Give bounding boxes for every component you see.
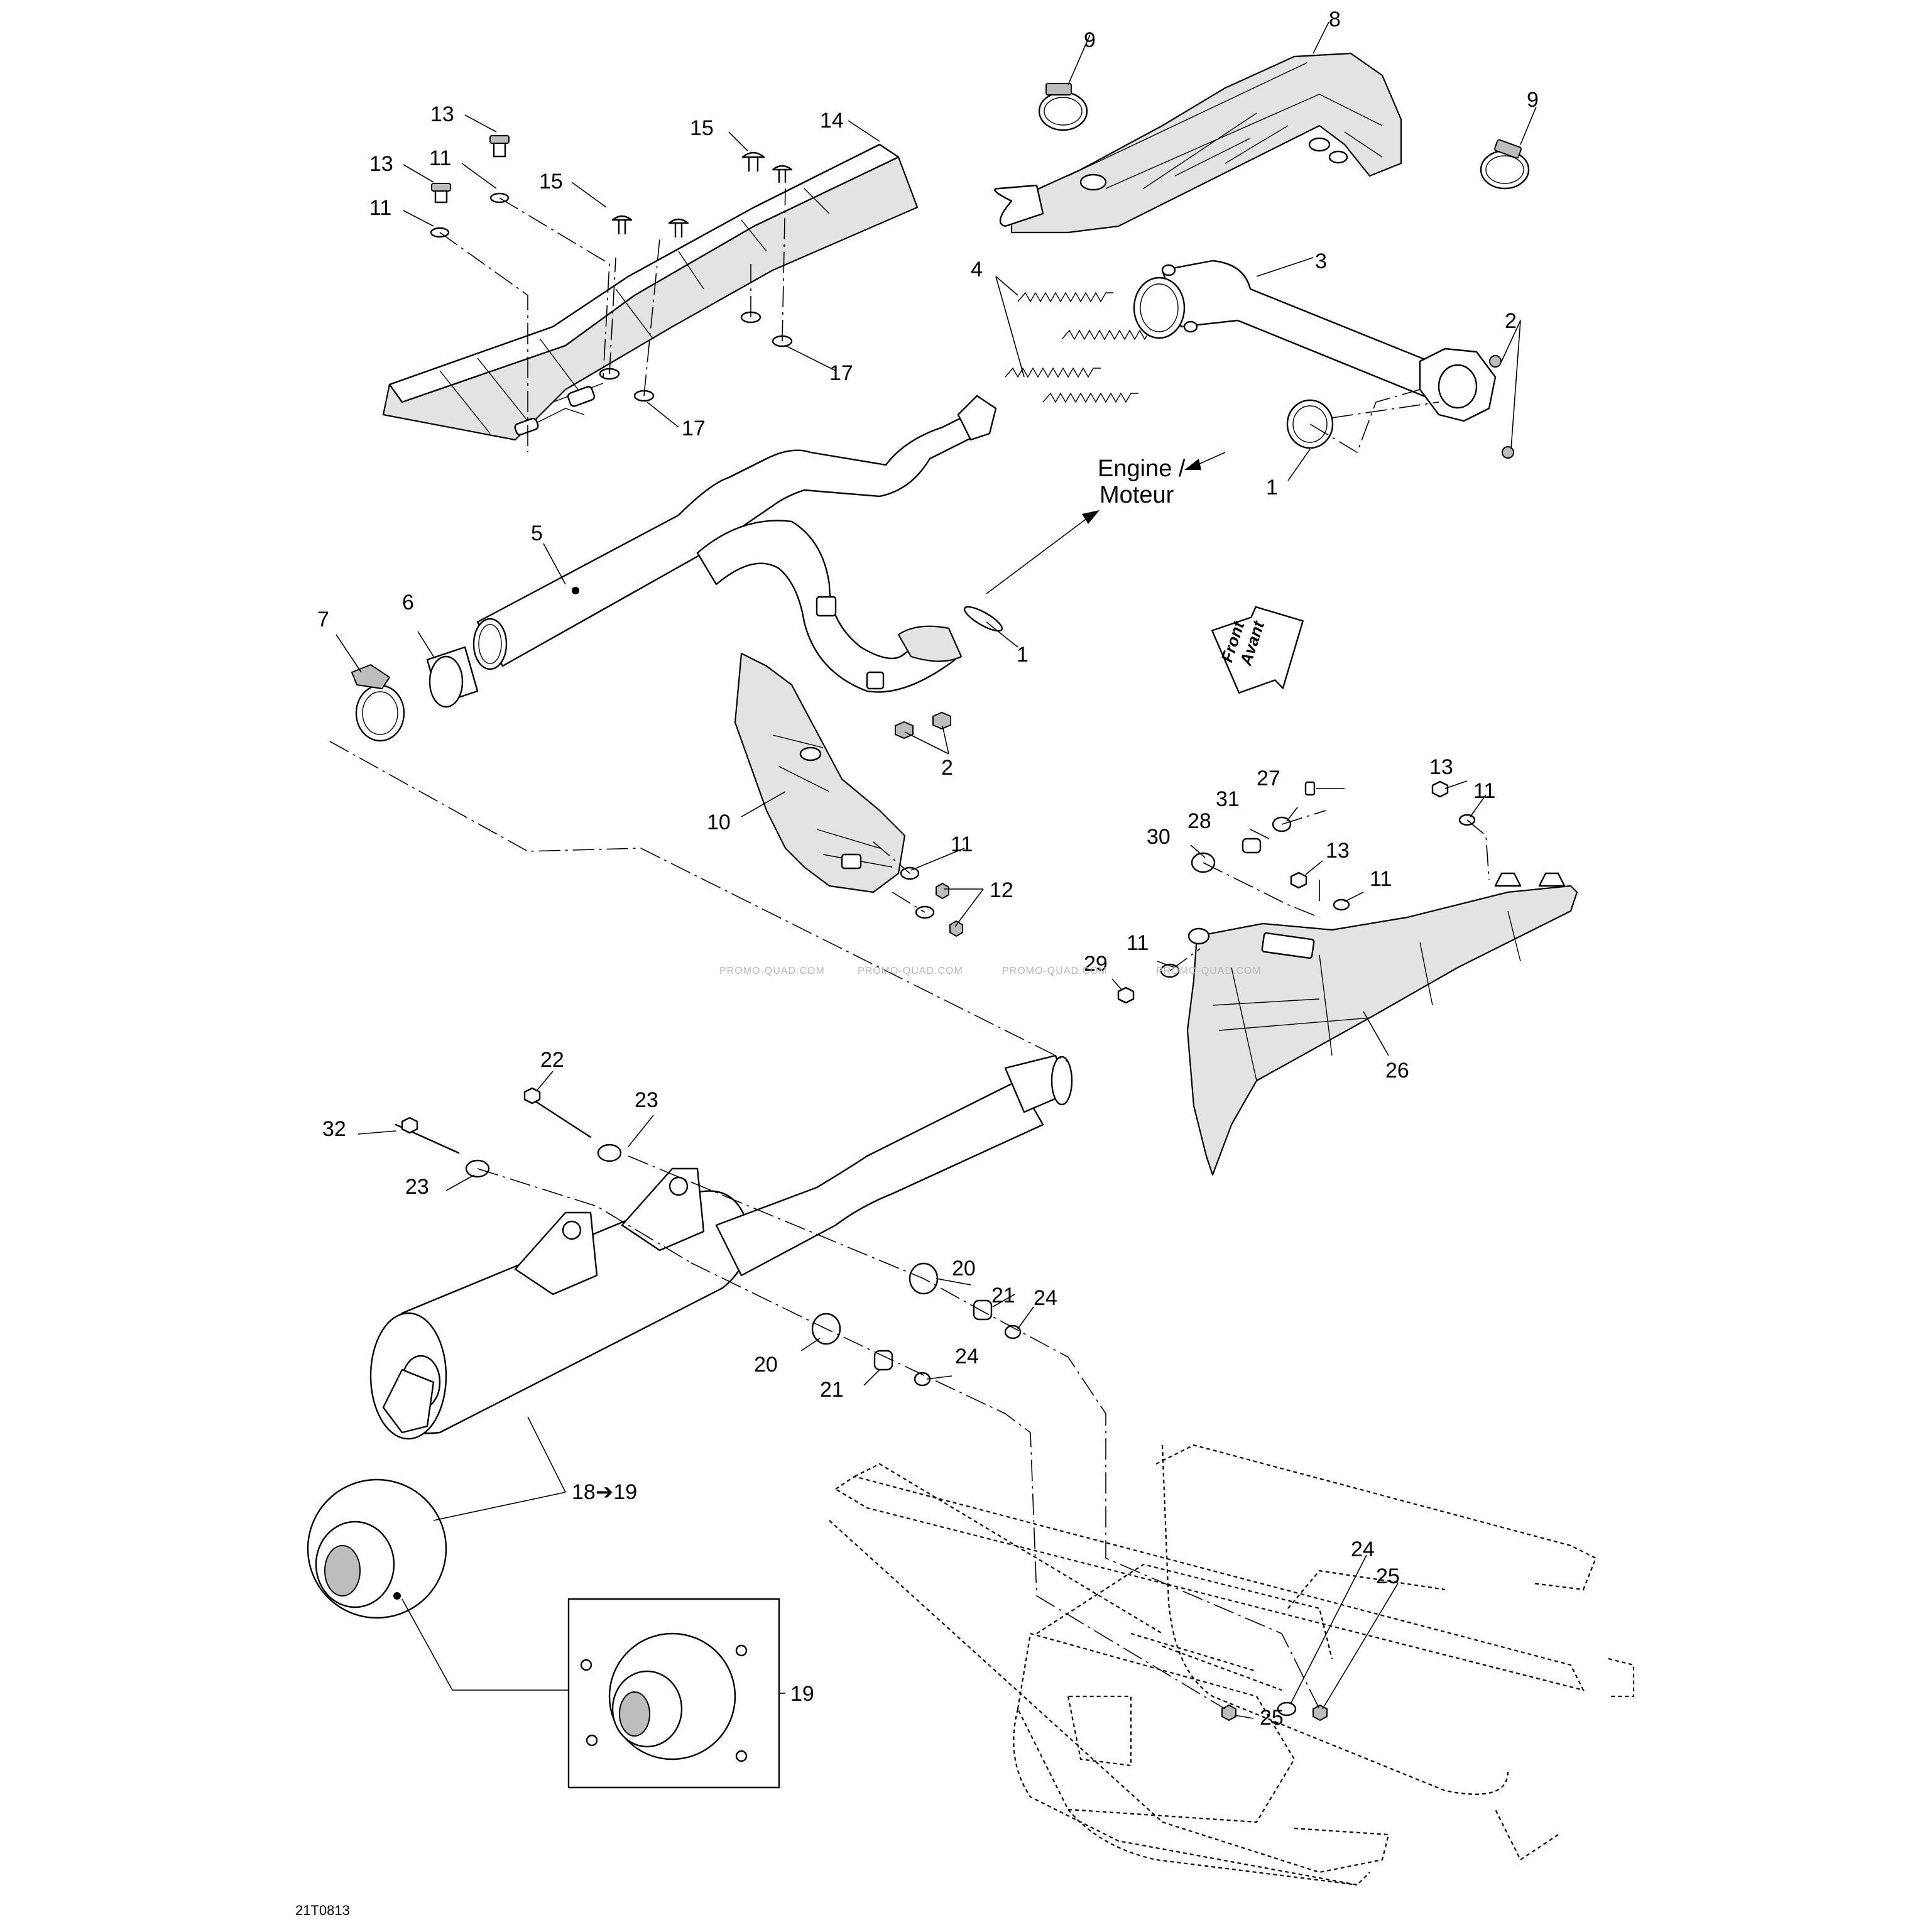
callout-1-upper: 1 (1266, 476, 1278, 499)
callout-13-b: 13 (369, 152, 393, 176)
callout-25-b: 25 (1260, 1706, 1284, 1730)
callout-31: 31 (1216, 787, 1240, 811)
mid-pipe-5 (472, 395, 997, 693)
callout-19: 19 (790, 1682, 814, 1706)
callout-2-lower: 2 (941, 756, 953, 780)
callout-18-19: 18➔19 (572, 1480, 637, 1504)
hose-clamp-9b (1480, 139, 1530, 190)
callout-2-upper: 2 (1505, 309, 1517, 333)
engine-arrows (986, 452, 1226, 594)
callout-15-b: 15 (539, 170, 563, 194)
callout-9-right: 9 (1527, 88, 1539, 112)
callout-7: 7 (317, 608, 329, 631)
callout-20-a: 20 (952, 1257, 976, 1280)
clamp-7 (351, 663, 405, 742)
callout-15-a: 15 (690, 116, 714, 140)
end-cap-19-inset (567, 1598, 780, 1789)
engine-note-line2: Moteur (1100, 482, 1174, 508)
leader-lines (336, 21, 1537, 1719)
callout-10: 10 (707, 810, 731, 834)
sleeve-6 (426, 646, 479, 708)
callout-17-a: 17 (829, 361, 853, 385)
heat-shield-10 (734, 652, 906, 893)
assembly-lines (329, 188, 1490, 1710)
callout-24-c: 24 (1351, 1537, 1375, 1561)
watermark-4: PROMO-QUAD.COM (1156, 966, 1262, 976)
callout-11-b: 11 (369, 196, 391, 220)
callout-11-f: 11 (1127, 931, 1149, 955)
reference-code: 21T0813 (295, 1902, 350, 1918)
callout-21-b: 21 (820, 1378, 844, 1402)
callout-27: 27 (1257, 767, 1280, 790)
callout-22: 22 (540, 1048, 564, 1072)
muffler-18 (369, 1054, 1073, 1440)
callout-11-d: 11 (1473, 779, 1495, 803)
push-pin-15a (741, 151, 765, 172)
callout-9-left: 9 (1084, 28, 1096, 52)
callout-11-e: 11 (1370, 867, 1392, 891)
engine-note-line1: Engine / (1098, 456, 1186, 482)
washers-11-nuts-12 (900, 866, 963, 937)
push-pin-15b (611, 215, 633, 235)
gasket-1-lower (963, 606, 1003, 632)
callout-23-b: 23 (405, 1175, 429, 1199)
callout-5: 5 (531, 521, 543, 545)
nuts-2-upper (1489, 355, 1514, 459)
callout-32: 32 (322, 1117, 346, 1141)
heat-shield-26 (1186, 872, 1578, 1176)
callout-11-a: 11 (429, 146, 451, 170)
callout-6: 6 (402, 591, 414, 614)
callout-30: 30 (1147, 825, 1171, 849)
callout-13-d: 13 (1326, 839, 1350, 863)
callout-17-b: 17 (682, 417, 706, 440)
nuts-2-lower (895, 711, 951, 740)
heat-shield-header (994, 52, 1402, 234)
hose-clamp-9a (1038, 83, 1088, 131)
watermark-2: PROMO-QUAD.COM (858, 966, 963, 976)
header-pipe-3 (1133, 259, 1497, 422)
front-direction-badge: Front Avant (1211, 606, 1304, 694)
callout-13-a: 13 (430, 102, 454, 126)
callout-1-lower: 1 (1017, 643, 1029, 667)
callout-23-a: 23 (635, 1088, 658, 1112)
callout-11-c: 11 (951, 832, 973, 856)
callout-20-b: 20 (754, 1353, 778, 1377)
callout-4: 4 (971, 258, 983, 281)
callout-14: 14 (820, 109, 844, 133)
callout-28: 28 (1187, 809, 1211, 833)
callout-13-c: 13 (1429, 755, 1453, 779)
springs-4 (1005, 292, 1157, 403)
frame-nuts (1221, 1701, 1328, 1722)
end-cap-19 (307, 1478, 447, 1619)
watermark-1: PROMO-QUAD.COM (719, 966, 825, 976)
callout-26: 26 (1385, 1059, 1409, 1083)
callouts: 1 1 2 2 3 4 5 6 7 8 9 9 10 11 11 11 11 1… (317, 8, 1539, 1730)
watermarks: PROMO-QUAD.COM PROMO-QUAD.COM PROMO-QUAD… (719, 966, 1262, 976)
callout-24-b: 24 (955, 1345, 979, 1368)
heat-shield-upper (382, 143, 919, 441)
callout-8: 8 (1329, 8, 1341, 31)
callout-12: 12 (990, 878, 1013, 902)
callout-21-a: 21 (991, 1284, 1015, 1307)
callout-25-a: 25 (1376, 1564, 1400, 1588)
callout-29: 29 (1084, 952, 1108, 976)
callout-3: 3 (1315, 249, 1327, 273)
watermark-3: PROMO-QUAD.COM (1002, 966, 1108, 976)
vehicle-frame (829, 1444, 1635, 1886)
callout-24-a: 24 (1034, 1286, 1057, 1310)
